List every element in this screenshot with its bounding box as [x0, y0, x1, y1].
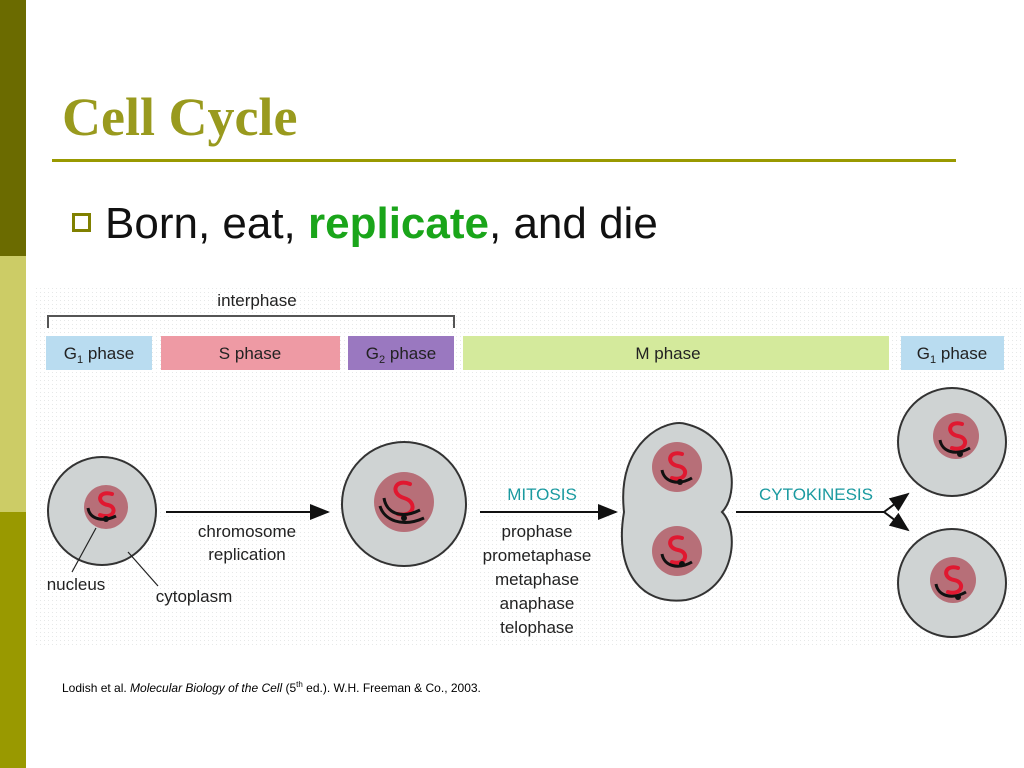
cell-cycle-svg: interphase G1 phase S phase G2 phase M p…: [36, 288, 1024, 646]
interphase-label: interphase: [217, 291, 296, 310]
phase-label-g1-next: G1 phase: [917, 344, 987, 366]
mitosis-stage-telophase: telophase: [500, 618, 574, 637]
interphase-bracket: [47, 315, 455, 328]
phase-box-g2: [348, 336, 454, 370]
citation-edition-sup: th: [296, 680, 303, 689]
phase-label-m: M phase: [635, 344, 700, 363]
phase-box-g1-next: [901, 336, 1004, 370]
nucleus-pointer: [71, 527, 97, 573]
sidebar-bar: [0, 0, 26, 768]
mitosis-stage-metaphase: metaphase: [495, 570, 579, 589]
phase-label-g1: G1 phase: [64, 344, 134, 366]
bullet-text-before: Born, eat,: [105, 199, 309, 248]
mitosis-label: MITOSIS: [507, 485, 577, 504]
mitosis-stage-prometaphase: prometaphase: [483, 546, 592, 565]
cytokinesis-label: CYTOKINESIS: [759, 485, 873, 504]
daughter-cell-top: [897, 387, 1007, 497]
bullet-text-after: , and die: [489, 199, 658, 248]
nucleus-label: nucleus: [47, 575, 106, 594]
citation-book: Molecular Biology of the Cell: [130, 681, 283, 695]
title-divider: [52, 159, 956, 162]
phase-label-g2: G2 phase: [366, 344, 436, 366]
cell-dividing: [620, 422, 733, 602]
cytokinesis-arrow-down: [883, 511, 910, 532]
daughter-cell-bottom: [897, 528, 1007, 638]
citation-authors: Lodish et al.: [62, 681, 131, 695]
phase-box-s: [161, 336, 340, 370]
phase-box-m: [463, 336, 889, 370]
bullet-square-icon: [72, 213, 91, 232]
cell-g2: [341, 441, 467, 567]
bullet-highlight: replicate: [308, 199, 489, 248]
sidebar-block-olive: [0, 512, 26, 768]
phase-box-g1: [46, 336, 152, 370]
mitosis-stage-anaphase: anaphase: [500, 594, 575, 613]
citation-edition-open: (5: [282, 681, 297, 695]
cytoplasm-pointer: [127, 551, 159, 587]
cell-cycle-diagram: interphase G1 phase S phase G2 phase M p…: [36, 286, 1024, 646]
cell-g1: [47, 456, 157, 566]
chromosome-label: chromosome: [198, 522, 296, 541]
sidebar-block-dark: [0, 0, 26, 256]
slide-title: Cell Cycle: [62, 87, 298, 147]
bullet-item: Born, eat, replicate, and die: [72, 196, 658, 252]
citation: Lodish et al. Molecular Biology of the C…: [62, 680, 481, 695]
phase-label-s: S phase: [219, 344, 281, 363]
citation-edition-rest: ed.). W.H. Freeman & Co., 2003.: [302, 681, 481, 695]
cytoplasm-label: cytoplasm: [156, 587, 233, 606]
replication-label: replication: [208, 545, 286, 564]
mitosis-stage-prophase: prophase: [502, 522, 573, 541]
sidebar-block-light: [0, 256, 26, 512]
cytokinesis-arrow-up: [883, 492, 910, 513]
